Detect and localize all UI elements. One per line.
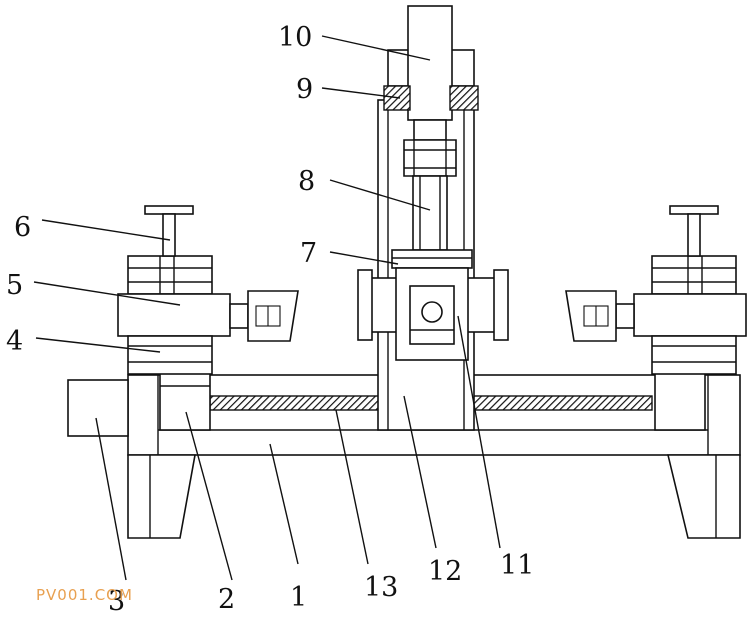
label-5: 5 [6, 270, 23, 301]
head-block [357, 249, 509, 361]
label-6: 6 [14, 212, 31, 243]
label-13: 13 [364, 572, 398, 603]
label-12: 12 [428, 556, 462, 587]
hex-nut [403, 119, 457, 177]
leader-lines [33, 35, 501, 581]
label-1: 1 [290, 582, 307, 613]
right-clamp-assembly [565, 205, 747, 375]
label-3: 3 [108, 586, 125, 617]
label-7: 7 [300, 238, 317, 269]
label-10: 10 [278, 22, 312, 53]
watermark-text: PV001.COM [36, 586, 133, 604]
left-clamp-assembly [117, 205, 299, 375]
label-9: 9 [296, 74, 313, 105]
lead-screw [209, 395, 653, 411]
label-4: 4 [6, 326, 23, 357]
callout-labels: 10 9 8 7 6 5 4 3 2 1 13 12 11 [6, 22, 534, 617]
label-8: 8 [298, 166, 315, 197]
top-cylinder [387, 5, 475, 121]
hatched-ring [383, 85, 479, 111]
label-11: 11 [500, 550, 534, 581]
label-2: 2 [218, 584, 235, 615]
push-rod [412, 175, 448, 251]
